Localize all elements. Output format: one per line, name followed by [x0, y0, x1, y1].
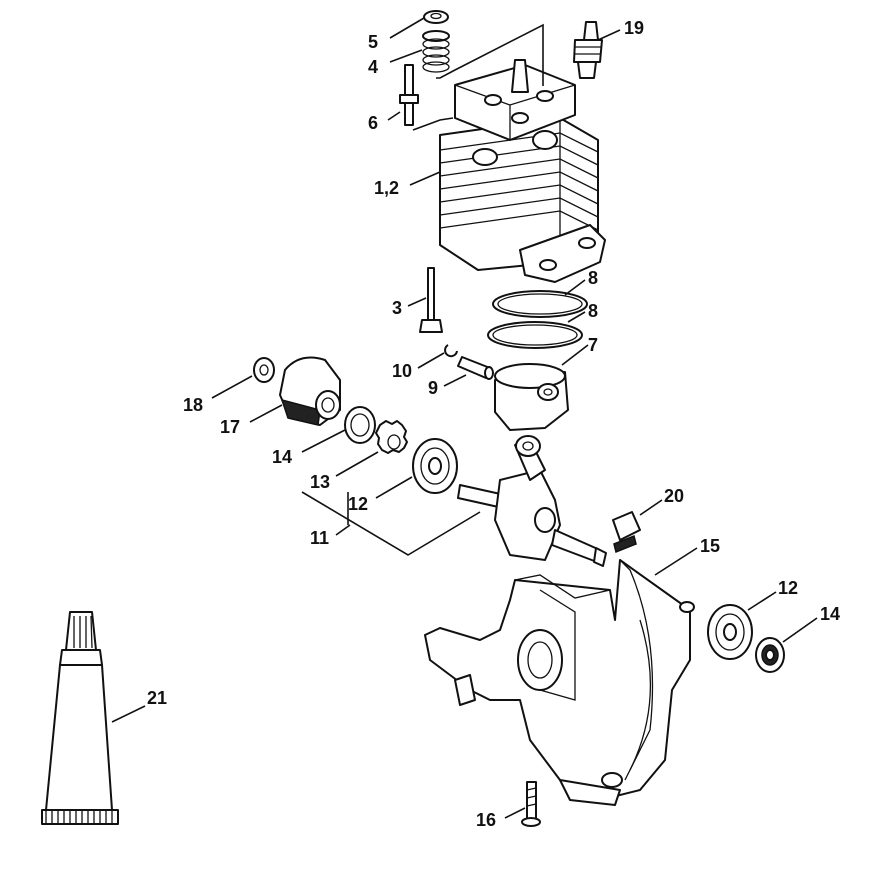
callout-11: 11 [310, 528, 329, 548]
callout-5: 5 [368, 32, 378, 52]
callout-16: 16 [476, 810, 496, 830]
piston-ring-lower-part[interactable] [487, 321, 583, 349]
callout-14-right: 14 [820, 604, 840, 624]
callout-1-2: 1,2 [374, 178, 399, 198]
piston-ring-upper-part[interactable] [492, 290, 588, 318]
crankshaft-part[interactable] [457, 435, 607, 567]
callout-9: 9 [428, 378, 438, 398]
callout-18: 18 [183, 395, 203, 415]
callout-20: 20 [664, 486, 684, 506]
callout-labels: 5 4 6 19 1,2 3 8 8 7 10 9 18 17 14 13 12… [147, 18, 840, 830]
leader-lines [111, 17, 818, 819]
clip-part[interactable] [612, 511, 641, 554]
valve-part[interactable] [419, 267, 443, 333]
ball-bearing-left-part[interactable] [412, 438, 458, 494]
callout-21: 21 [147, 688, 167, 708]
valve-cap-part[interactable] [423, 10, 449, 24]
valve-spring-part[interactable] [422, 30, 450, 73]
piston-pin-part[interactable] [457, 356, 494, 380]
flywheel-part[interactable] [279, 356, 341, 426]
callout-8-lower: 8 [588, 301, 598, 321]
callout-17: 17 [220, 417, 240, 437]
callout-8-upper: 8 [588, 268, 598, 288]
grease-tube-part[interactable] [41, 611, 119, 825]
oil-seal-right-part[interactable] [755, 637, 785, 673]
circlip-part[interactable] [444, 344, 458, 358]
callout-19: 19 [624, 18, 644, 38]
oil-seal-left-part[interactable] [344, 406, 376, 444]
callout-4: 4 [368, 57, 378, 77]
spark-plug-part[interactable] [573, 21, 603, 79]
callout-3: 3 [392, 298, 402, 318]
crankcase-part[interactable] [424, 559, 695, 806]
pinion-gear-part[interactable] [375, 420, 408, 454]
callout-12-right: 12 [778, 578, 798, 598]
callout-6: 6 [368, 113, 378, 133]
nut-part[interactable] [253, 357, 275, 383]
ball-bearing-right-part[interactable] [707, 604, 753, 660]
callout-12-left: 12 [348, 494, 368, 514]
callout-13: 13 [310, 472, 330, 492]
screw-part[interactable] [521, 781, 541, 827]
callout-7: 7 [588, 335, 598, 355]
callout-14-left: 14 [272, 447, 292, 467]
stud-bolt-part[interactable] [399, 64, 419, 126]
piston-part[interactable] [494, 363, 569, 431]
cylinder-part[interactable] [439, 59, 606, 283]
callout-15: 15 [700, 536, 720, 556]
callout-10: 10 [392, 361, 412, 381]
